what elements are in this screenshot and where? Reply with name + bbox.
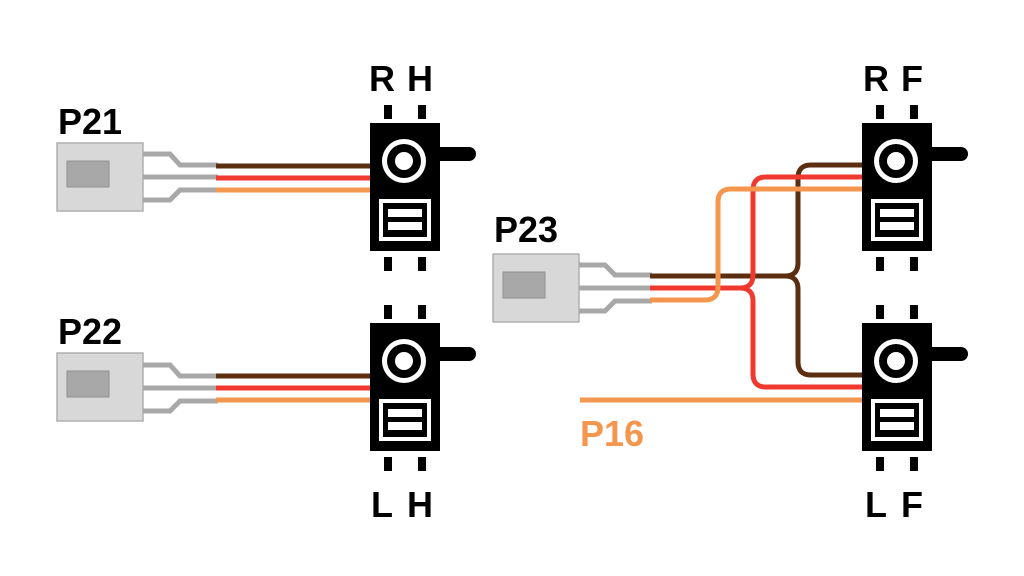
p22-harness — [56, 352, 372, 422]
p16-label: P16 — [580, 413, 644, 454]
p23-power-wire — [650, 174, 866, 390]
p21-leads — [143, 151, 218, 203]
servo-left-hip-label-1: L — [371, 484, 393, 525]
servo-left-hip-label-2: H — [407, 484, 433, 525]
servo-right-foot-label-2: F — [901, 58, 923, 99]
p21-connector — [56, 142, 144, 212]
p23-signal-wire — [650, 186, 866, 303]
servo-right-foot-label-1: R — [863, 58, 889, 99]
p23-ground-wire — [650, 162, 866, 378]
p23-harness — [492, 162, 866, 390]
p22-leads — [143, 362, 218, 414]
p22-connector — [56, 352, 144, 422]
p21-harness — [56, 142, 372, 212]
p23-connector — [492, 253, 580, 323]
servo-left-foot-label-1: L — [865, 484, 887, 525]
p23-label: P23 — [494, 209, 558, 250]
servo-left-hip — [370, 305, 476, 471]
p21-label: P21 — [58, 101, 122, 142]
servo-left-foot-label-2: F — [901, 484, 923, 525]
servo-left-foot — [862, 305, 968, 471]
servo-right-foot — [862, 105, 968, 271]
servo-right-hip — [370, 105, 476, 271]
servo-right-hip-label-2: H — [407, 58, 433, 99]
p22-label: P22 — [58, 311, 122, 352]
p23-leads — [579, 262, 652, 314]
servo-right-hip-label-1: R — [369, 58, 395, 99]
